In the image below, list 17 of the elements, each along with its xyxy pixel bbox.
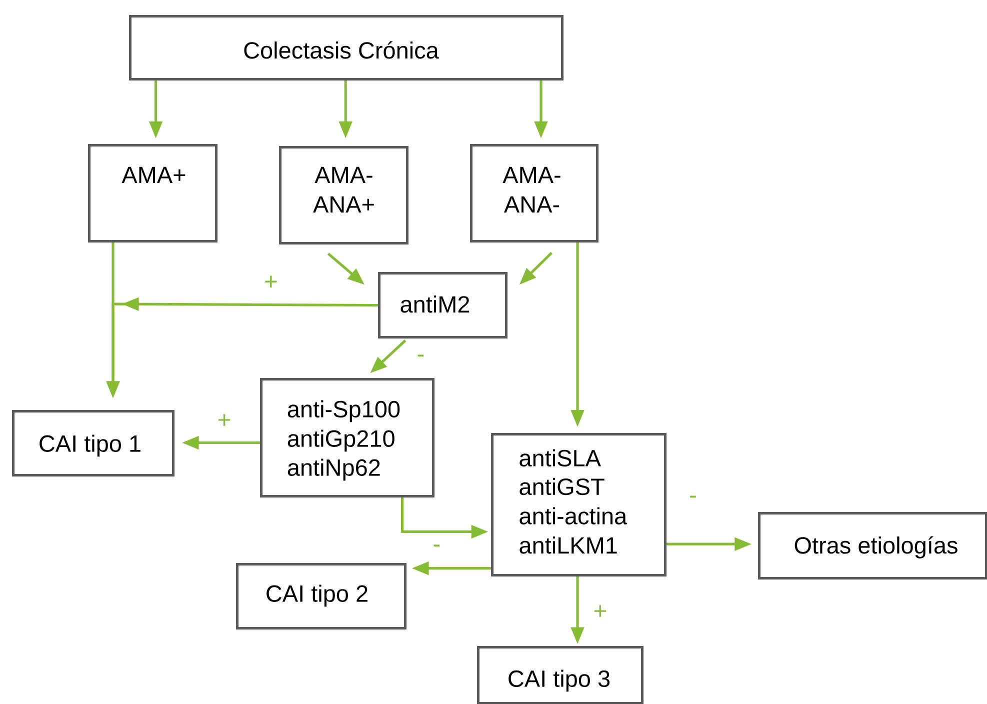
- process-box: AMA- ANA+: [279, 146, 408, 244]
- process-box: CAI tipo 2: [236, 563, 406, 630]
- process-box: AMA+: [88, 144, 218, 242]
- process-box: CAI tipo 3: [477, 646, 644, 704]
- process-box: CAI tipo 1: [12, 410, 174, 476]
- edge-label: -: [416, 354, 426, 363]
- process-box: Colectasis Crónica: [129, 15, 564, 80]
- process-box: antiM2: [378, 272, 508, 338]
- process-box: AMA- ANA-: [470, 144, 598, 242]
- edge-label: -: [688, 494, 698, 504]
- process-box: Otras etiologías: [758, 512, 987, 580]
- edge-label: +: [592, 604, 608, 620]
- edge-label: +: [262, 274, 279, 291]
- process-box: antiSLA antiGST anti-actina antiLKM1: [491, 433, 666, 576]
- process-box: anti-Sp100 antiGp210 antiNp62: [260, 378, 434, 498]
- edge-label: -: [432, 544, 442, 553]
- edge-label: +: [216, 413, 232, 429]
